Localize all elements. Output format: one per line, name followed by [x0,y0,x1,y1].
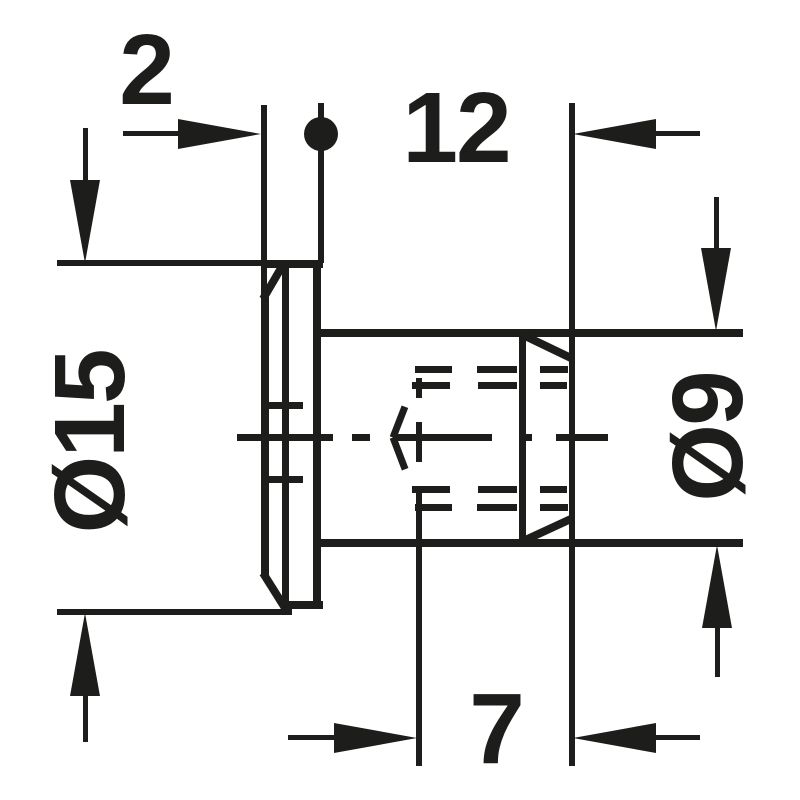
thread-line [412,382,450,389]
dim-label-body-length: 12 [402,72,511,184]
thread-line [415,504,452,511]
dim-7-right-arrow-shaft [656,735,700,740]
dim-origin-dot [304,117,338,151]
dim-label-body-diameter: Ø9 [652,372,764,502]
thread-line [477,504,517,511]
dim-o9-top-arrowhead-icon [701,248,731,331]
thread-line [478,382,517,389]
thread-line [478,486,517,493]
dim-2-arrowhead-icon [178,119,261,149]
dim-12-arrowhead-icon [573,119,656,149]
thread-line [415,366,452,373]
thread-line [540,382,567,389]
dim-7-left-arrow-shaft [288,735,334,740]
bore-arrowhead-lower-arm-icon [389,436,409,471]
extension-line-flange-back [318,103,324,263]
dim-o15-bottom-arrow-shaft [83,694,88,742]
thread-line [540,366,568,373]
dim-o9-bottom-arrow-shaft [715,626,720,677]
flange-top-edge [262,260,323,268]
thread-line [477,366,517,373]
dim-label-thread-length: 7 [469,673,525,785]
dim-label-flange-thickness: 2 [119,14,175,126]
centerline-segment [520,434,532,441]
centerline-segment [352,434,370,441]
extension-line-flange-front [261,105,267,301]
extension-line-flange-top [57,260,263,266]
dim-o15-top-arrowhead-icon [70,180,100,263]
dim-o9-top-arrow-shaft [714,197,719,250]
thread-end-line-seg2 [416,422,422,462]
body-bottom-edge-and-extension [317,539,743,547]
dim-7-left-arrowhead-icon [334,723,417,753]
flange-hole-edge-bottom [267,476,303,483]
extension-line-flange-bottom [57,609,292,615]
dim-o15-top-arrow-shaft [83,128,88,182]
dim-o15-bottom-arrowhead-icon [70,613,100,696]
bore-arrow-shaft [393,434,490,441]
thread-line [540,486,567,493]
dim-2-arrow-shaft [123,131,178,136]
thread-line [412,486,450,493]
dim-12-arrow-shaft [656,131,700,136]
flange-hole-edge-top [267,402,303,409]
thread-line [540,504,568,511]
dim-o9-bottom-arrowhead-icon [702,545,732,628]
flange-bottom-edge [281,601,323,609]
centerline-segment [237,434,333,441]
dim-7-right-arrowhead-icon [573,723,656,753]
thread-end-extension-line [416,487,422,766]
centerline-segment [556,434,608,441]
dim-label-flange-diameter: Ø15 [34,350,146,534]
